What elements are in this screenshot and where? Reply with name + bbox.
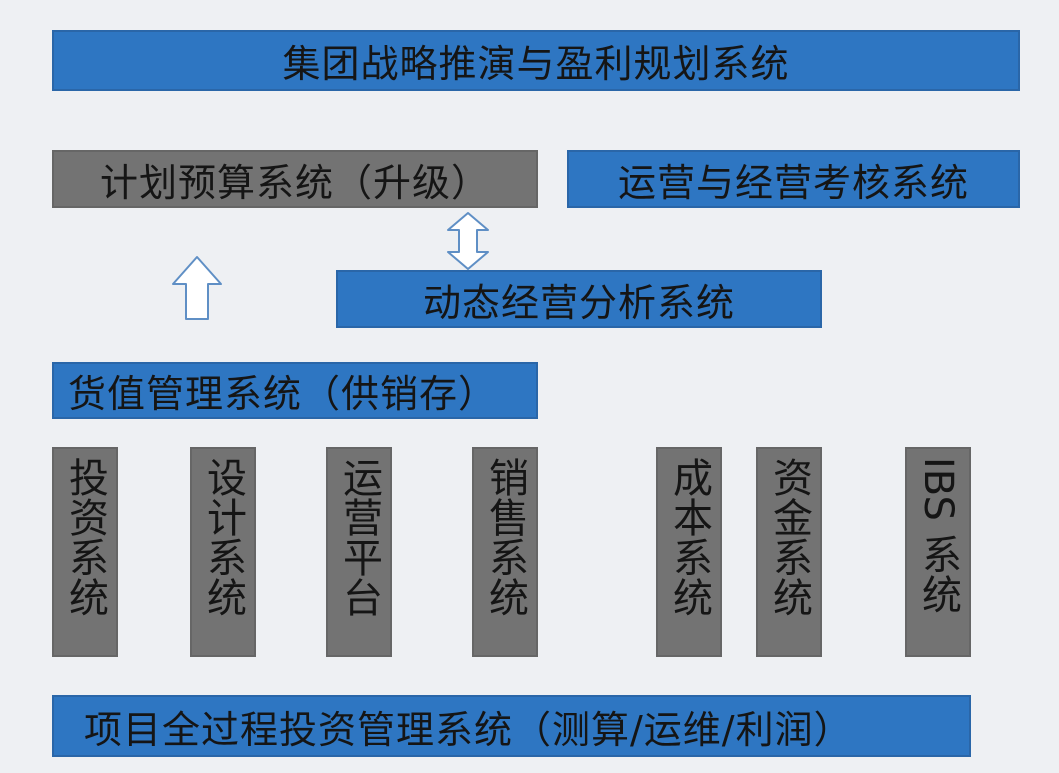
module-investment-label: 投资系统 bbox=[62, 457, 108, 617]
module-investment-box: 投资系统 bbox=[52, 447, 118, 657]
module-ibs-box: IBS 系统 bbox=[905, 447, 971, 657]
planning-budget-system-box: 计划预算系统（升级） bbox=[52, 150, 538, 208]
module-funds-label: 资金系统 bbox=[766, 457, 812, 617]
operations-assessment-system-label: 运营与经营考核系统 bbox=[617, 160, 969, 205]
planning-budget-system-label: 计划预算系统（升级） bbox=[99, 160, 490, 205]
top-strategy-system-box: 集团战略推演与盈利规划系统 bbox=[52, 30, 1020, 91]
double-arrow-icon bbox=[447, 212, 489, 270]
module-ibs-label: IBS 系统 bbox=[915, 457, 961, 614]
module-cost-box: 成本系统 bbox=[656, 447, 722, 657]
module-cost-label: 成本系统 bbox=[666, 457, 712, 617]
module-design-box: 设计系统 bbox=[190, 447, 256, 657]
up-arrow-icon bbox=[172, 256, 222, 320]
inventory-value-system-box: 货值管理系统（供销存） bbox=[52, 362, 538, 419]
module-funds-box: 资金系统 bbox=[756, 447, 822, 657]
dynamic-analysis-system-box: 动态经营分析系统 bbox=[336, 270, 822, 328]
module-operations-platform-label: 运营平台 bbox=[336, 457, 382, 617]
operations-assessment-system-box: 运营与经营考核系统 bbox=[567, 150, 1020, 208]
module-design-label: 设计系统 bbox=[200, 457, 246, 617]
module-sales-label: 销售系统 bbox=[482, 457, 528, 617]
dynamic-analysis-system-label: 动态经营分析系统 bbox=[422, 280, 735, 325]
inventory-value-system-label: 货值管理系统（供销存） bbox=[68, 372, 498, 416]
project-investment-system-box: 项目全过程投资管理系统（测算/运维/利润） bbox=[52, 695, 971, 757]
module-operations-platform-box: 运营平台 bbox=[326, 447, 392, 657]
module-sales-box: 销售系统 bbox=[472, 447, 538, 657]
top-strategy-system-label: 集团战略推演与盈利规划系统 bbox=[282, 42, 790, 86]
project-investment-system-label: 项目全过程投资管理系统（测算/运维/利润） bbox=[84, 707, 853, 752]
